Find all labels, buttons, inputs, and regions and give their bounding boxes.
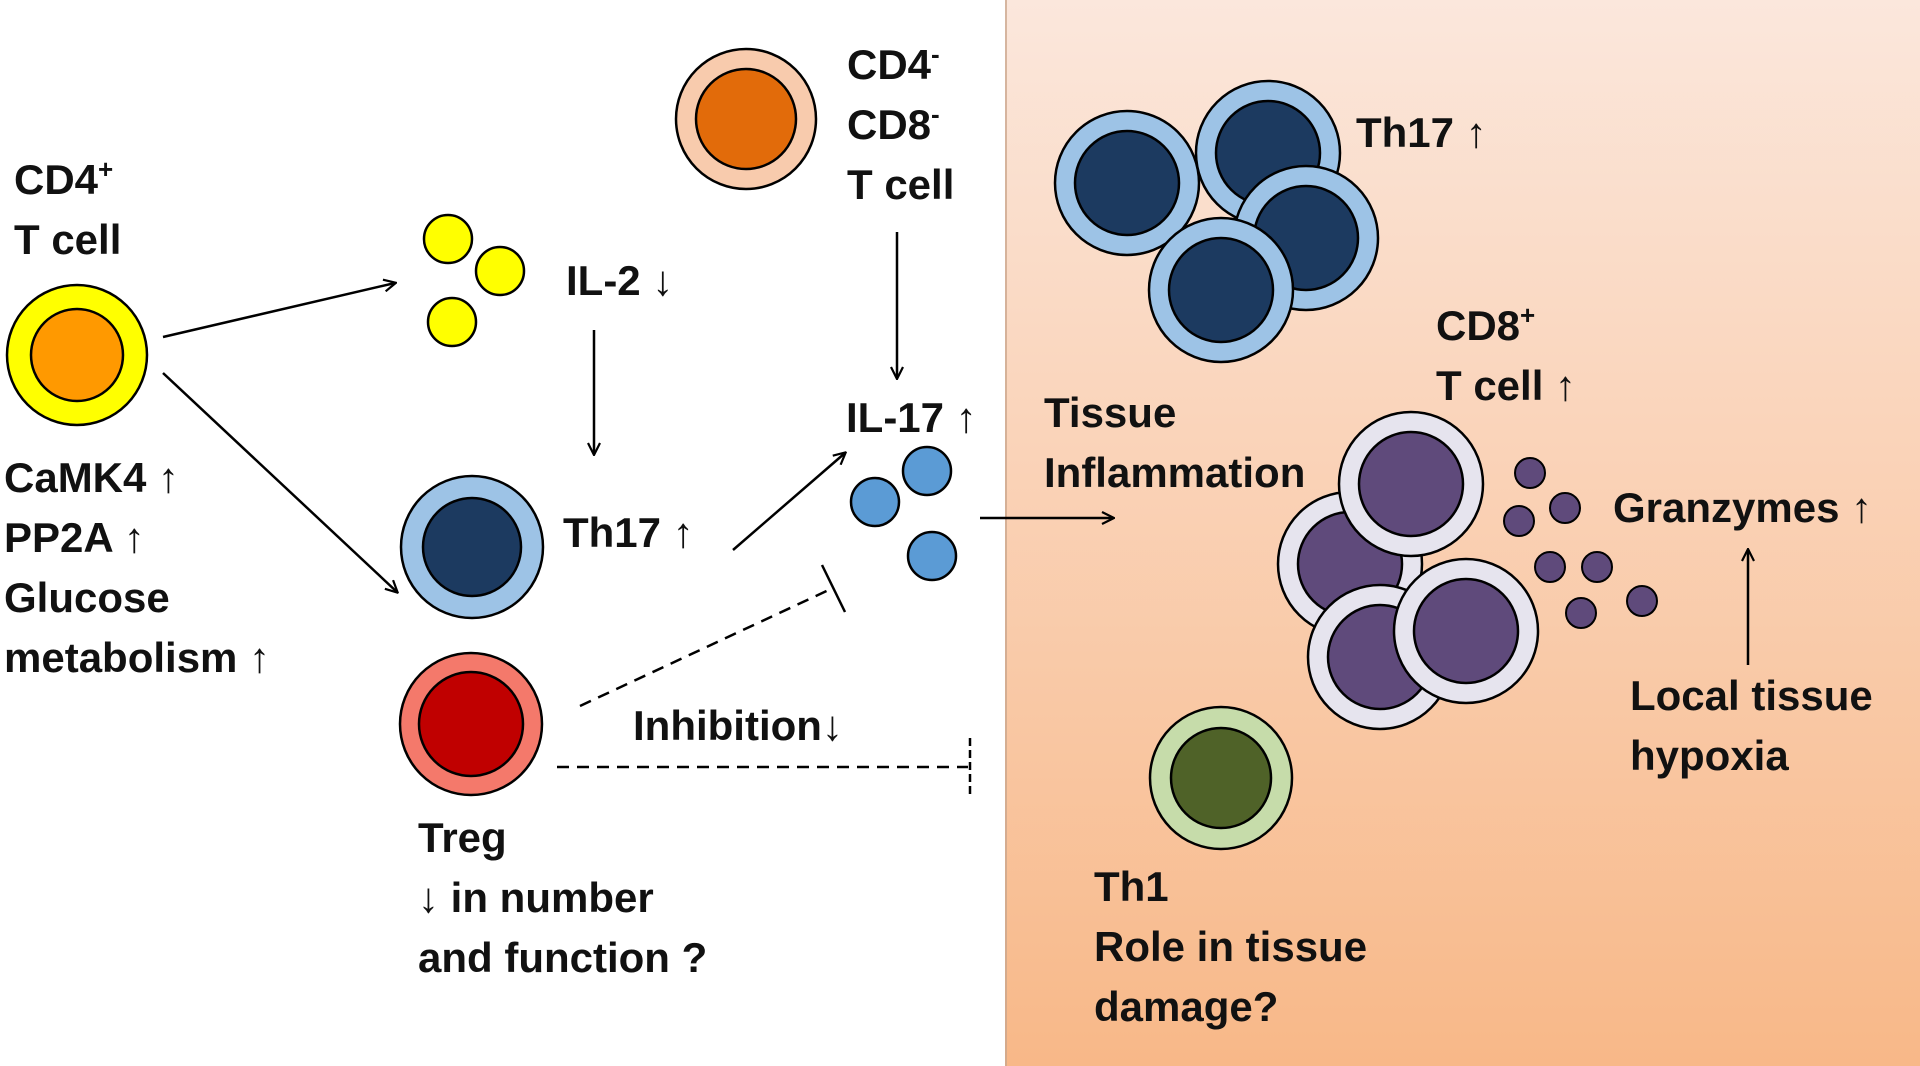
cd8-t-cell-label: CD8+ T cell ↑ [1436,300,1577,409]
cd4-t-cell [5,283,149,427]
th17-cell [399,474,545,620]
il2-granules [422,213,526,348]
inhibition-line-to-il17 [579,586,834,708]
inhibition-bar-il17 [820,564,847,613]
cd4-t-cell-label: CD4+ T cell [14,154,122,263]
th17-right-label: Th17 ↑ [1356,109,1487,156]
cd4-markers-label: CaMK4 ↑ PP2A ↑ Glucose metabolism ↑ [4,454,271,681]
inhibition-label: Inhibition↓ [633,702,843,749]
arrow-cd4-to-th17 [162,372,397,592]
tissue-inflammation-label: Tissue Inflammation [1044,389,1306,496]
granzymes-label: Granzymes ↑ [1613,484,1873,531]
th1-label: Th1 Role in tissue damage? [1094,863,1368,1030]
treg-cell [398,651,544,797]
cd8-cluster [1276,410,1540,731]
il2-label: IL-2 ↓ [566,257,674,304]
arrow-th17-to-il17 [732,453,845,551]
arrow-cd4-to-il2 [162,283,395,339]
treg-label: Treg ↓ in number and function ? [418,814,708,981]
il17-label: IL-17 ↑ [846,394,977,441]
th1-cell [1148,705,1294,851]
th17-cluster [1053,79,1380,364]
th17-left-label: Th17 ↑ [563,509,694,556]
double-negative-label: CD4- CD8- T cell [847,39,955,208]
il17-granules [849,445,958,582]
hypoxia-label: Local tissue hypoxia [1630,672,1873,779]
granzyme-granules [1503,457,1658,629]
double-negative-t-cell [674,47,818,191]
